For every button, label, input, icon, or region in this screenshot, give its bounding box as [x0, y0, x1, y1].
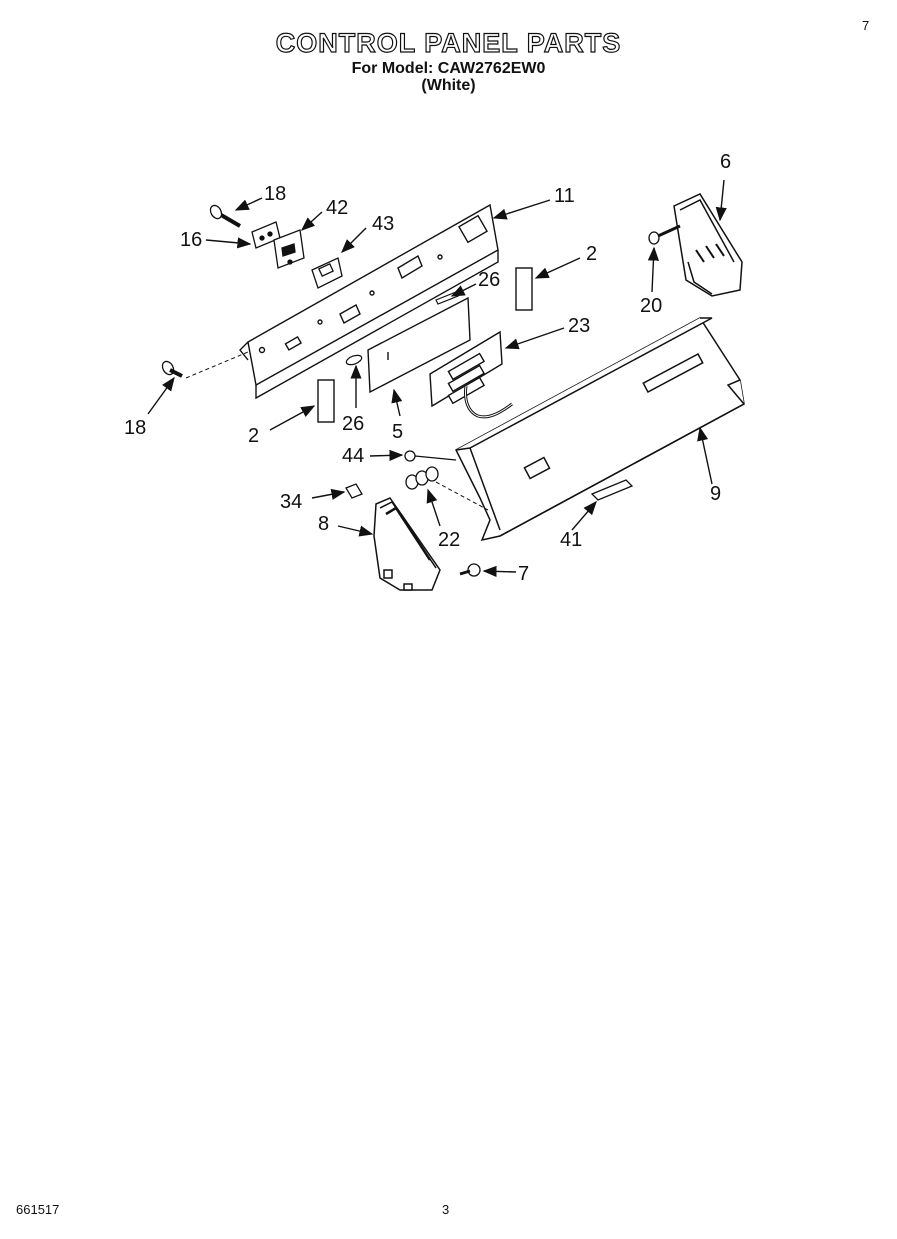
part-41-label	[590, 479, 634, 501]
callout-6: 6	[720, 151, 731, 173]
callout-34: 34	[280, 491, 302, 513]
part-6-end-cap-right	[673, 193, 743, 297]
model-subtitle: For Model: CAW2762EW0 (White)	[0, 60, 897, 94]
callout-16: 16	[180, 229, 202, 251]
doc-number: 661517	[16, 1202, 60, 1217]
part-26-strip-upper	[435, 291, 459, 305]
part-2-label-upper	[515, 267, 533, 311]
callout-22: 22	[438, 529, 460, 551]
part-11-console-bracket	[239, 203, 499, 400]
part-42-board	[273, 229, 305, 269]
part-23-switch-board	[429, 330, 513, 419]
callout-2-lower: 2	[248, 425, 259, 447]
page-title: CONTROL PANEL PARTS	[275, 27, 622, 58]
callout-7: 7	[518, 563, 529, 585]
part-9-console	[455, 317, 745, 542]
model-line: For Model: CAW2762EW0	[351, 60, 546, 77]
part-44-indicator	[404, 450, 457, 462]
corner-mark: 7	[862, 18, 870, 33]
callout-20: 20	[640, 295, 662, 317]
callout-44: 44	[342, 445, 364, 467]
callout-43: 43	[372, 213, 394, 235]
part-5-overlay	[367, 296, 471, 394]
part-8-end-cap-left	[373, 497, 441, 591]
callout-8: 8	[318, 513, 329, 535]
callout-41: 41	[560, 529, 582, 551]
color-line: (White)	[421, 77, 476, 94]
part-7-screw	[459, 563, 481, 577]
callout-18-lower: 18	[124, 417, 146, 439]
callout-18-top: 18	[264, 183, 286, 205]
callout-11: 11	[554, 185, 575, 207]
part-43-clip	[311, 257, 343, 289]
part-16-bracket	[251, 221, 281, 249]
callout-labels: 18 16 42 43 11 6 2 20 26 23 18 2 26 5 44…	[124, 151, 731, 585]
leader-arrows	[147, 179, 727, 577]
part-18-screw-lower	[161, 351, 249, 379]
part-2-label-lower	[317, 379, 335, 423]
part-22-knobs	[405, 466, 489, 511]
part-26-clip-lower	[345, 354, 363, 366]
callout-9: 9	[710, 483, 721, 505]
callout-5: 5	[392, 421, 403, 443]
callout-2-upper: 2	[586, 243, 597, 265]
part-20-screw	[648, 224, 681, 245]
page-number: 3	[442, 1202, 450, 1217]
part-18-screw-top	[209, 204, 242, 228]
callout-23: 23	[568, 315, 590, 337]
part-34-clip	[345, 483, 363, 499]
callout-26-lower: 26	[342, 413, 364, 435]
callout-26-upper: 26	[478, 269, 500, 291]
callout-42: 42	[326, 197, 348, 219]
